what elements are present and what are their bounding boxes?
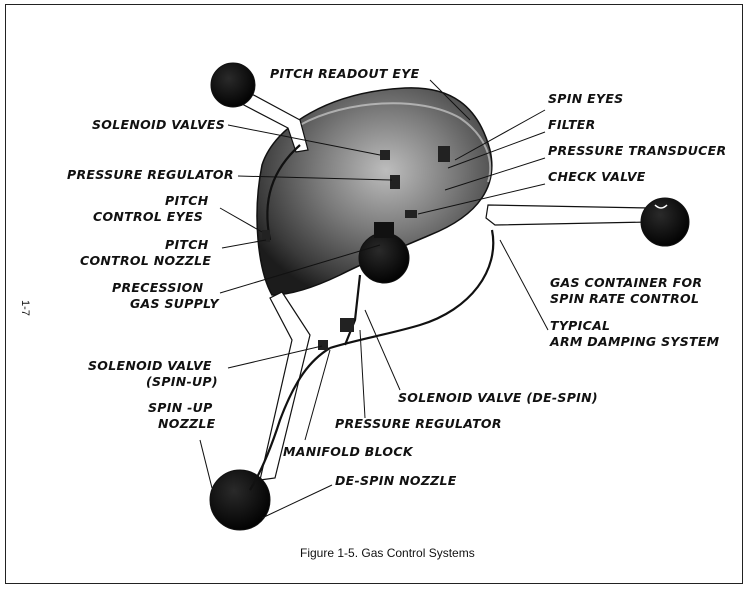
spin-line	[249, 347, 331, 491]
main-gas-line	[329, 229, 495, 350]
pitch-eyes-part	[262, 230, 270, 242]
label-solenoid-valves: SOLENOID VALVES	[92, 117, 225, 132]
label-pressure-regulator-top: PRESSURE REGULATOR	[67, 167, 234, 182]
label-pitch-control-eyes-line1: PITCH	[165, 193, 209, 208]
page-border	[5, 4, 743, 584]
label-spin-eyes: SPIN EYES	[548, 91, 623, 106]
manifold-part	[340, 318, 354, 332]
label-solenoid-valve-spin-up-line1: SOLENOID VALVE	[88, 358, 212, 373]
label-pitch-control-nozzle-line1: PITCH	[165, 237, 209, 252]
label-typical-arm-line1: TYPICAL	[550, 318, 610, 333]
satellite-hull	[256, 87, 493, 296]
check-valve-part	[405, 210, 417, 218]
hull-rim	[299, 102, 492, 183]
label-pitch-control-eyes-line2: CONTROL EYES	[93, 209, 203, 224]
figure-caption: Figure 1-5. Gas Control Systems	[300, 546, 475, 560]
label-spin-up-nozzle-line2: NOZZLE	[158, 416, 216, 431]
label-spin-up-nozzle-line1: SPIN -UP	[148, 400, 213, 415]
leader-lines	[199, 79, 549, 519]
label-pitch-control-nozzle-line2: CONTROL NOZZLE	[80, 253, 211, 268]
regulator-part	[390, 175, 400, 189]
regulator-line	[343, 274, 362, 346]
de-spin-sphere	[209, 469, 271, 531]
label-de-spin-nozzle: DE-SPIN NOZZLE	[335, 473, 457, 488]
gas-container-sphere	[640, 197, 690, 247]
label-gas-container-line1: GAS CONTAINER FOR	[550, 275, 702, 290]
label-precession-gas-supply-line2: GAS SUPPLY	[130, 296, 220, 311]
precession-gas-sphere	[358, 232, 410, 284]
label-pressure-transducer: PRESSURE TRANSDUCER	[548, 143, 726, 158]
solenoid-valves-part	[380, 150, 390, 160]
label-solenoid-valve-de-spin: SOLENOID VALVE (DE-SPIN)	[398, 390, 598, 405]
sphere-highlight	[654, 204, 668, 209]
label-pressure-regulator-bottom: PRESSURE REGULATOR	[335, 416, 502, 431]
label-check-valve: CHECK VALVE	[548, 169, 646, 184]
label-solenoid-valve-spin-up-line2: (SPIN-UP)	[146, 374, 218, 389]
pitch-sphere	[210, 62, 256, 108]
spin-up-valve-part	[318, 340, 328, 350]
label-manifold-block: MANIFOLD BLOCK	[283, 444, 414, 459]
label-pitch-readout-eye: PITCH READOUT EYE	[270, 66, 420, 81]
label-filter: FILTER	[548, 117, 596, 132]
label-typical-arm-line2: ARM DAMPING SYSTEM	[549, 334, 720, 349]
label-precession-gas-supply-line1: PRECESSION	[112, 280, 204, 295]
pitch-line	[266, 144, 301, 241]
filter-part	[438, 146, 450, 162]
label-gas-container-line2: SPIN RATE CONTROL	[550, 291, 699, 306]
page-number: 1-7	[19, 300, 31, 316]
supply-valve	[374, 222, 394, 238]
right-arm	[485, 204, 651, 226]
